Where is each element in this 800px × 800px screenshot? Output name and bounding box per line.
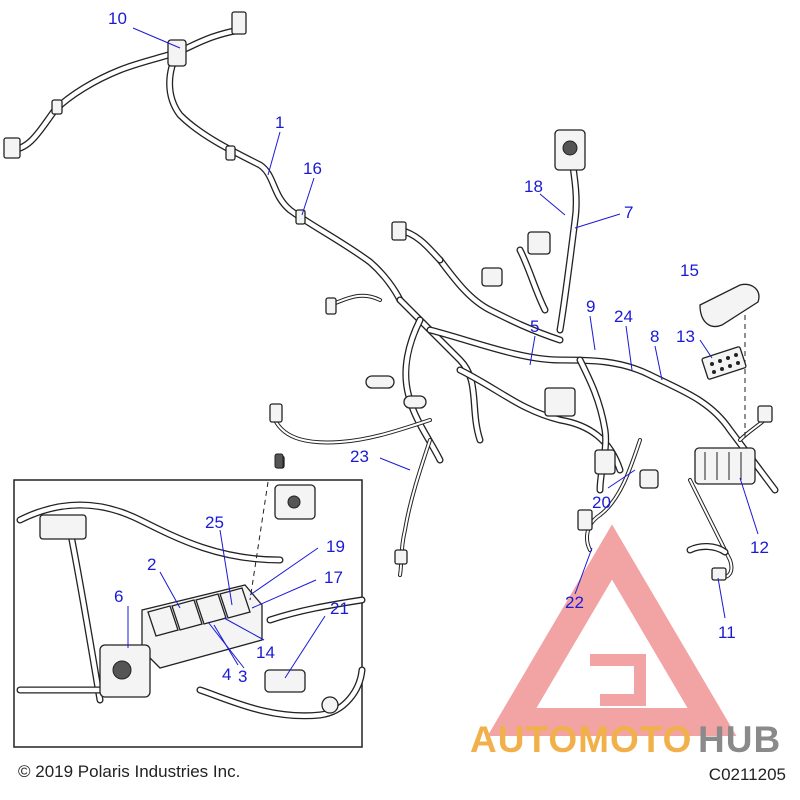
watermark-logo [487,524,737,736]
drawing-code: C0211205 [708,765,786,784]
leader-lines [127,27,759,679]
callout-13: 13 [676,327,695,346]
callout-5: 5 [530,317,539,336]
callout-4: 4 [222,665,231,684]
callout-8: 8 [650,327,659,346]
callout-16: 16 [303,159,322,178]
callout-1: 1 [275,113,284,132]
watermark-text-gray: HUB [698,719,781,760]
callout-9: 9 [586,297,595,316]
callout-14: 14 [256,643,275,662]
callout-24: 24 [614,307,633,326]
callout-11: 11 [718,623,736,642]
callout-12: 12 [750,538,769,557]
detail-inset [13,479,366,748]
callout-10: 10 [108,9,127,28]
callout-17: 17 [324,568,343,587]
callout-6: 6 [114,587,123,606]
callout-21: 21 [330,599,349,618]
callout-25: 25 [205,513,224,532]
callout-19: 19 [326,537,345,556]
callout-15: 15 [680,261,699,280]
callout-3: 3 [238,667,247,686]
callout-2: 2 [147,555,156,574]
copyright-text: © 2019 Polaris Industries Inc. [18,762,241,781]
callout-7: 7 [624,203,633,222]
watermark-text-orange: AUTOMOTO [470,719,692,760]
callout-20: 20 [592,493,611,512]
callout-22: 22 [565,593,584,612]
callout-labels: 10 1 16 18 7 15 9 24 5 8 13 23 20 12 22 … [108,9,769,686]
fuse-strip [701,346,747,380]
main-harness [269,129,779,581]
upper-harness [3,11,404,304]
callout-23: 23 [350,447,369,466]
callout-18: 18 [524,177,543,196]
watermark-text: AUTOMOTO HUB [470,719,781,760]
fuse-box-cover [699,283,760,440]
